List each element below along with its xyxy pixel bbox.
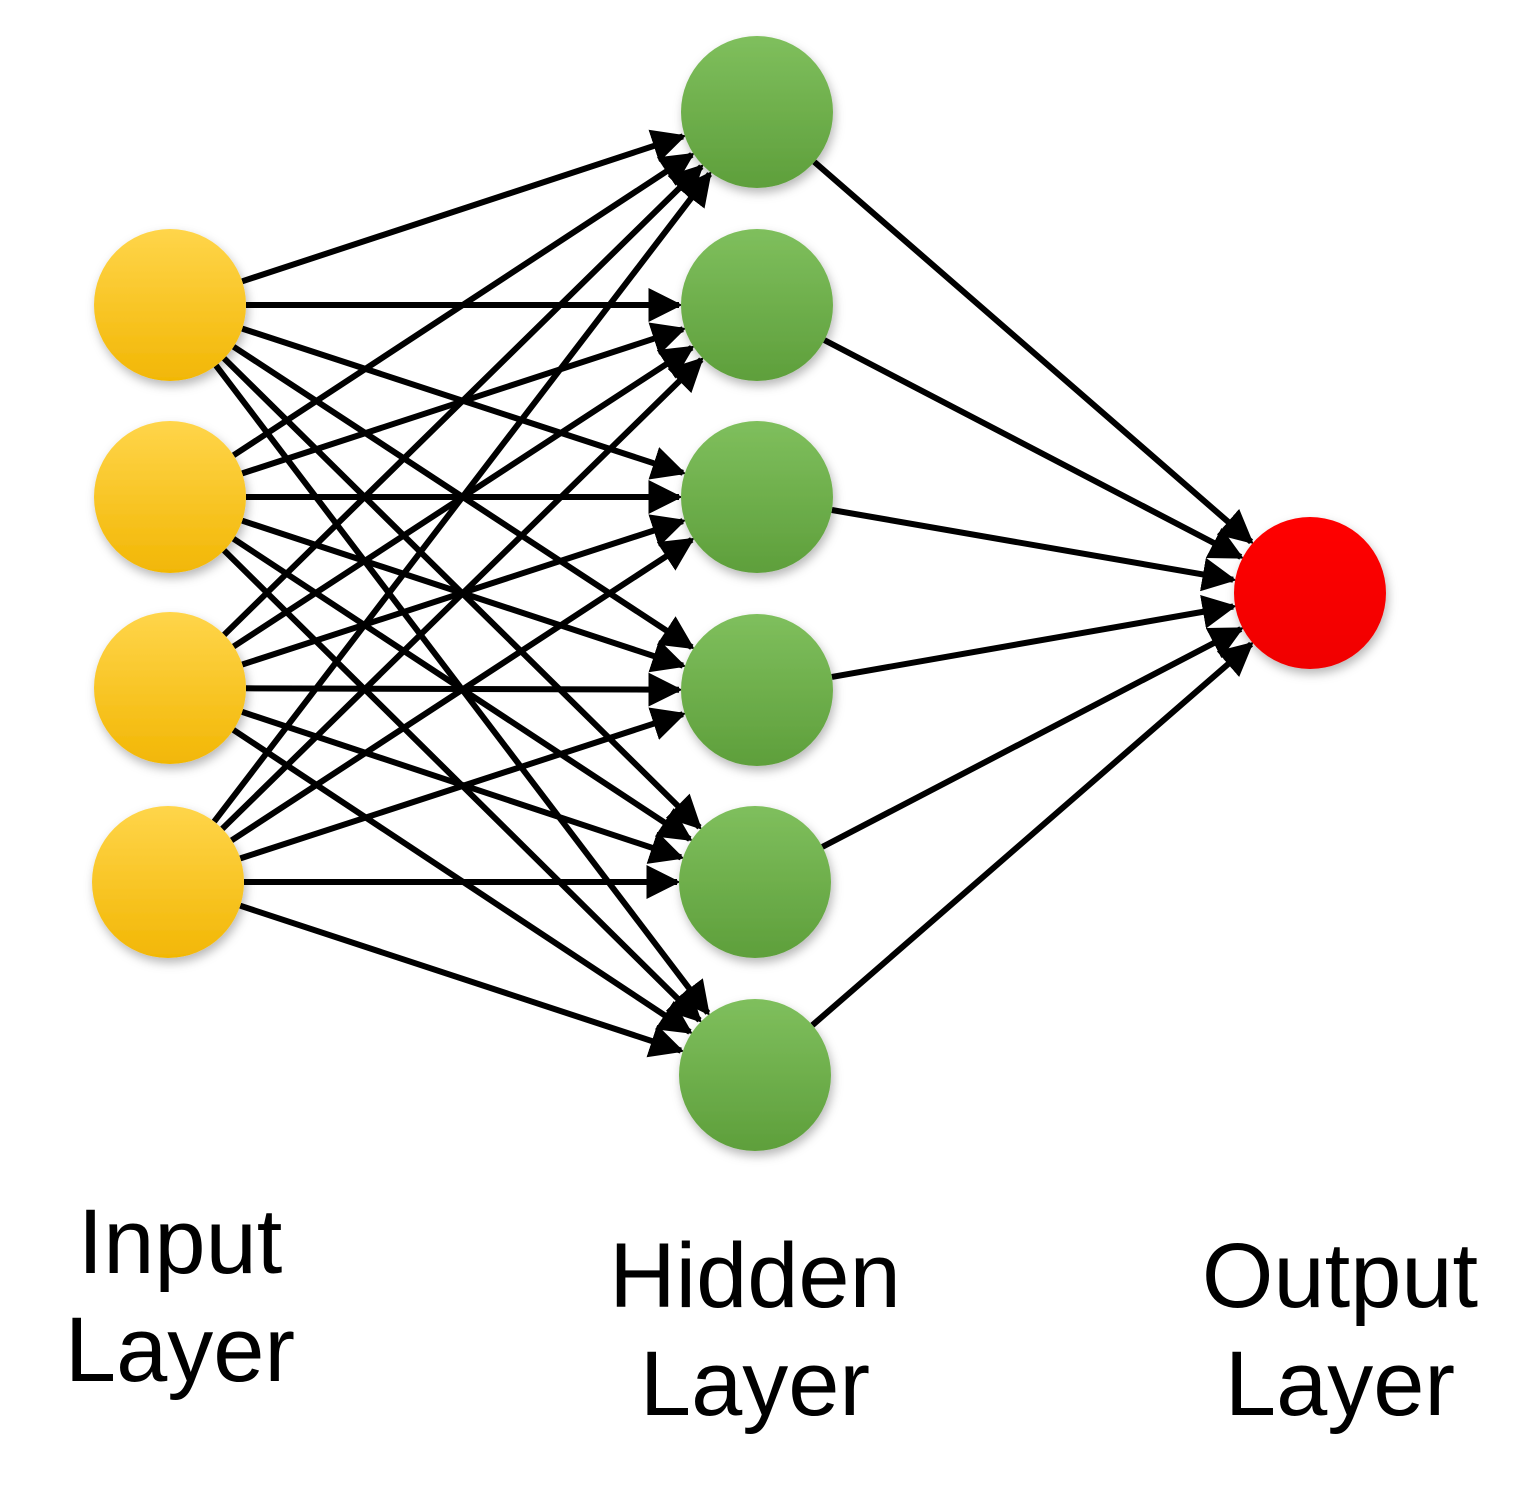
edge-input-4-to-hidden-3: [229, 537, 695, 843]
edge-input-4-to-hidden-2: [220, 357, 704, 831]
neuron-nodes: [92, 36, 1386, 1151]
hidden-node-5: [679, 806, 831, 958]
input-node-2: [94, 421, 246, 573]
output-layer-label-line2: Layer: [1224, 1333, 1456, 1435]
input-layer-label-line2: Layer: [64, 1299, 296, 1401]
edge-input-2-to-hidden-1: [231, 152, 695, 458]
edge-hidden-1-to-output-1: [812, 159, 1254, 545]
input-layer-label: Input Layer: [0, 1188, 390, 1404]
input-node-1: [94, 229, 246, 381]
edge-input-3-to-hidden-1: [222, 164, 704, 637]
edge-hidden-2-to-output-1: [823, 337, 1244, 560]
hidden-layer-label-line1: Hidden: [609, 1225, 901, 1327]
output-layer-label-line1: Output: [1201, 1225, 1479, 1327]
output-layer-label: Output Layer: [1130, 1222, 1532, 1438]
hidden-node-4: [681, 614, 833, 766]
edge-input-4-to-hidden-4: [239, 707, 687, 862]
edge-hidden-4-to-output-1: [831, 595, 1237, 680]
edge-hidden-6-to-output-1: [810, 641, 1254, 1028]
edge-input-4-to-hidden-1: [211, 171, 712, 824]
hidden-node-1: [681, 36, 833, 188]
edge-hidden-3-to-output-1: [831, 507, 1237, 592]
hidden-layer-label-line2: Layer: [639, 1333, 871, 1435]
edge-input-4-to-hidden-6: [239, 902, 685, 1058]
input-node-3: [94, 612, 246, 764]
hidden-layer-label: Hidden Layer: [545, 1222, 965, 1438]
hidden-node-2: [681, 229, 833, 381]
hidden-node-6: [679, 999, 831, 1151]
output-node-1: [1234, 517, 1386, 669]
hidden-node-3: [681, 421, 833, 573]
edge-hidden-5-to-output-1: [821, 626, 1244, 850]
input-node-4: [92, 806, 244, 958]
input-layer-label-line1: Input: [77, 1191, 283, 1293]
edge-input-1-to-hidden-1: [241, 129, 687, 285]
connection-edges: [211, 129, 1254, 1058]
